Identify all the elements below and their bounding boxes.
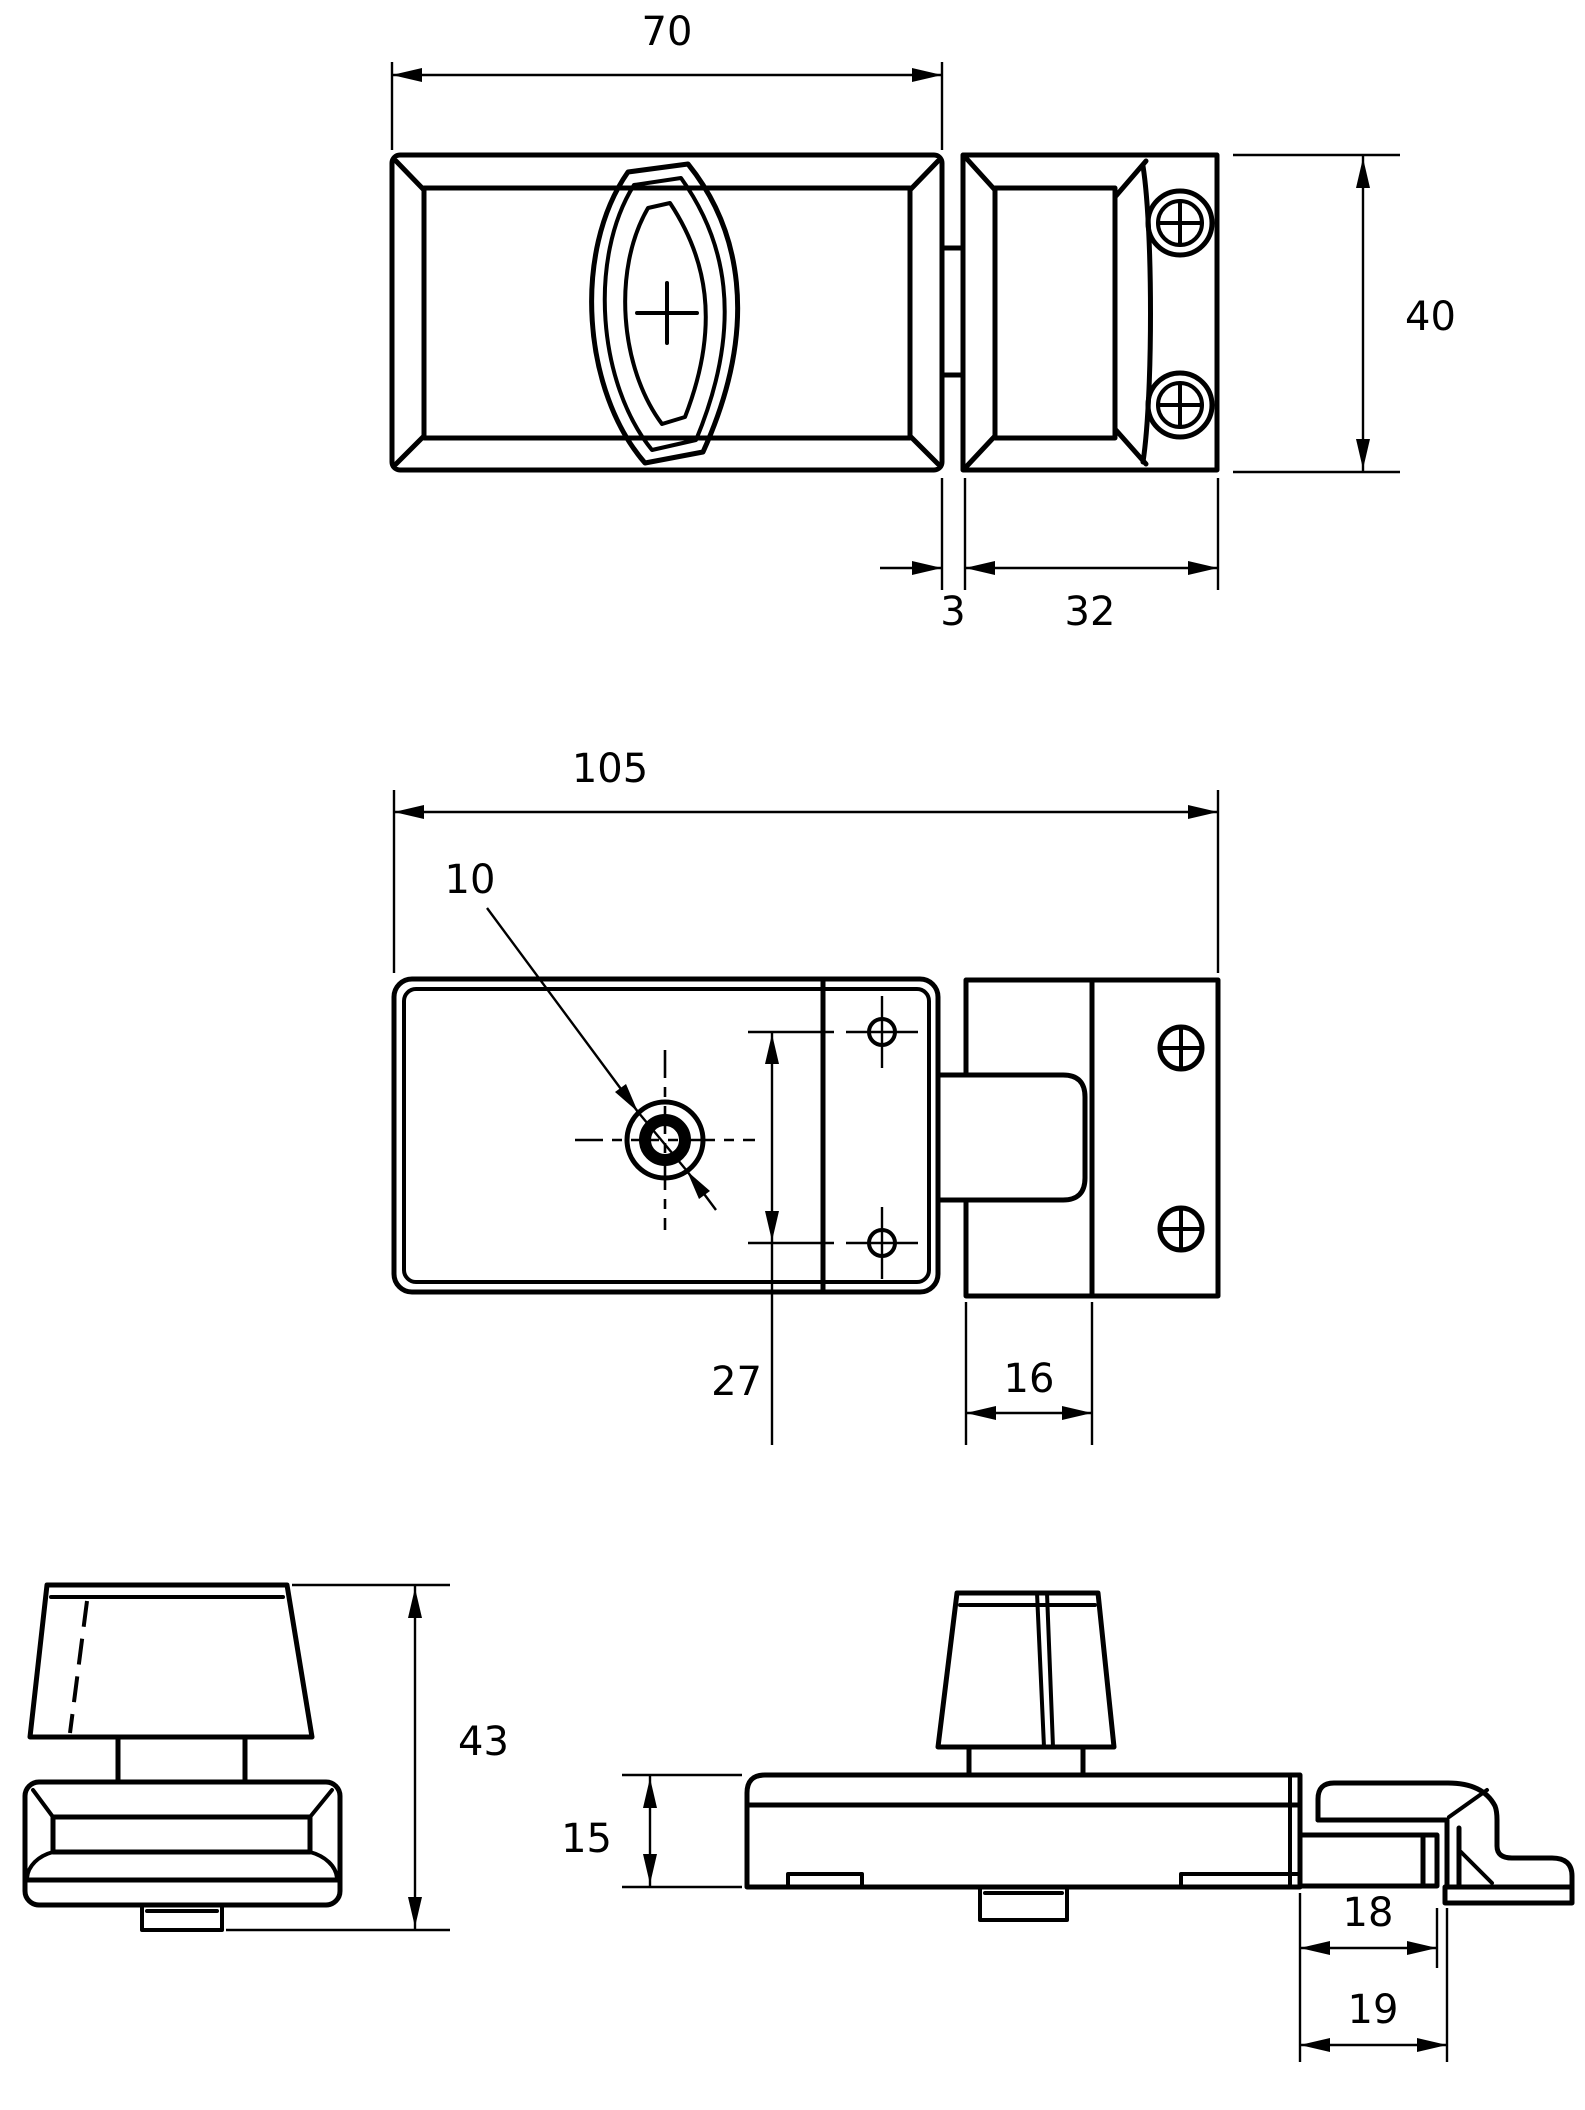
view-plan: 10 105 27 16 bbox=[391, 746, 1221, 1445]
front-knob-inner bbox=[623, 201, 708, 426]
view-side-long: 15 18 19 bbox=[561, 1590, 1575, 2062]
end-body-chamfers bbox=[25, 1788, 339, 1880]
dim-label-70: 70 bbox=[642, 9, 693, 55]
front-keeper-chamfers bbox=[963, 155, 1149, 470]
long-keeper-inner bbox=[1315, 1817, 1462, 1890]
screw-head-icon bbox=[1157, 1024, 1205, 1072]
front-keeper-bevel bbox=[992, 185, 1118, 441]
dim-label-15: 15 bbox=[561, 1816, 612, 1862]
front-keeper-fold-line bbox=[1140, 163, 1153, 465]
dim-label-43: 43 bbox=[458, 1719, 509, 1765]
dim-label-16: 16 bbox=[1004, 1356, 1055, 1402]
plan-body-inner bbox=[402, 987, 931, 1284]
long-body-notches bbox=[786, 1872, 1302, 1889]
screw-head-icon bbox=[1157, 1205, 1205, 1253]
long-spindle-foot bbox=[978, 1885, 1069, 1922]
dim-bolt-reach-outer: 19 bbox=[1300, 1908, 1449, 2062]
dim-label-3: 3 bbox=[940, 589, 965, 635]
end-knob-edge-dashed bbox=[68, 1600, 89, 1734]
dim-label-18: 18 bbox=[1343, 1890, 1394, 1936]
centerline bbox=[575, 1050, 755, 1230]
dim-bolt-reach-inner: 18 bbox=[1298, 1890, 1439, 2062]
long-body-outline bbox=[744, 1772, 1303, 1890]
dim-label-10: 10 bbox=[445, 857, 496, 903]
dim-label-105: 105 bbox=[572, 746, 648, 792]
dim-label-27: 27 bbox=[711, 1359, 762, 1405]
dim-screw-spacing: 27 bbox=[711, 1030, 834, 1445]
end-knob-stem bbox=[115, 1734, 248, 1785]
front-gap-bolt-edges bbox=[939, 245, 966, 378]
plan-bolt-tongue bbox=[937, 1072, 1088, 1203]
long-keeper-bevels bbox=[1447, 1788, 1494, 1885]
end-body-outline bbox=[22, 1779, 343, 1908]
screw-head-icon bbox=[1145, 188, 1215, 258]
front-body-chamfers bbox=[393, 158, 941, 467]
long-knob-split-line bbox=[1035, 1591, 1055, 1749]
spindle-hole bbox=[575, 1050, 755, 1230]
long-knob-stem bbox=[966, 1744, 1086, 1778]
front-keeper-outline bbox=[960, 152, 1220, 473]
dim-front-height: 40 bbox=[1233, 153, 1456, 474]
end-body-bevel bbox=[50, 1814, 313, 1855]
end-knob-outline bbox=[27, 1582, 315, 1740]
dim-label-40: 40 bbox=[1405, 294, 1456, 340]
long-knob-outline bbox=[935, 1590, 1117, 1750]
dim-case-height: 15 bbox=[561, 1773, 742, 1889]
dim-label-19: 19 bbox=[1348, 1987, 1399, 2033]
long-bolt-tongue bbox=[1297, 1832, 1440, 1889]
plan-keeper-outline bbox=[963, 977, 1221, 1299]
front-knob-mid bbox=[602, 176, 727, 452]
dim-keeper-fold: 16 bbox=[964, 1302, 1094, 1445]
view-side-end: 43 bbox=[22, 1582, 509, 1932]
front-knob-outer bbox=[589, 161, 741, 466]
dim-label-32: 32 bbox=[1065, 589, 1116, 635]
dim-overall-height: 43 bbox=[226, 1583, 509, 1932]
front-knob-center-cross bbox=[635, 281, 699, 345]
long-keeper-outer bbox=[1315, 1780, 1575, 1890]
long-keeper-base bbox=[1442, 1884, 1575, 1906]
front-body-outline bbox=[389, 152, 945, 473]
front-body-bevel bbox=[421, 185, 913, 441]
dim-front-gap-and-keeper: 3 32 bbox=[880, 478, 1220, 635]
plan-body-outer bbox=[391, 976, 941, 1295]
screw-hole-center-icon bbox=[846, 1207, 918, 1279]
dim-front-width: 70 bbox=[390, 9, 944, 150]
screw-head-icon bbox=[1145, 370, 1215, 440]
dim-hole-diameter: 10 bbox=[445, 857, 717, 1211]
end-spindle-foot bbox=[140, 1903, 224, 1932]
view-front-elevation: 70 40 3 32 bbox=[389, 9, 1456, 635]
dim-overall-length: 105 bbox=[392, 746, 1220, 973]
screw-hole-center-icon bbox=[846, 996, 918, 1068]
